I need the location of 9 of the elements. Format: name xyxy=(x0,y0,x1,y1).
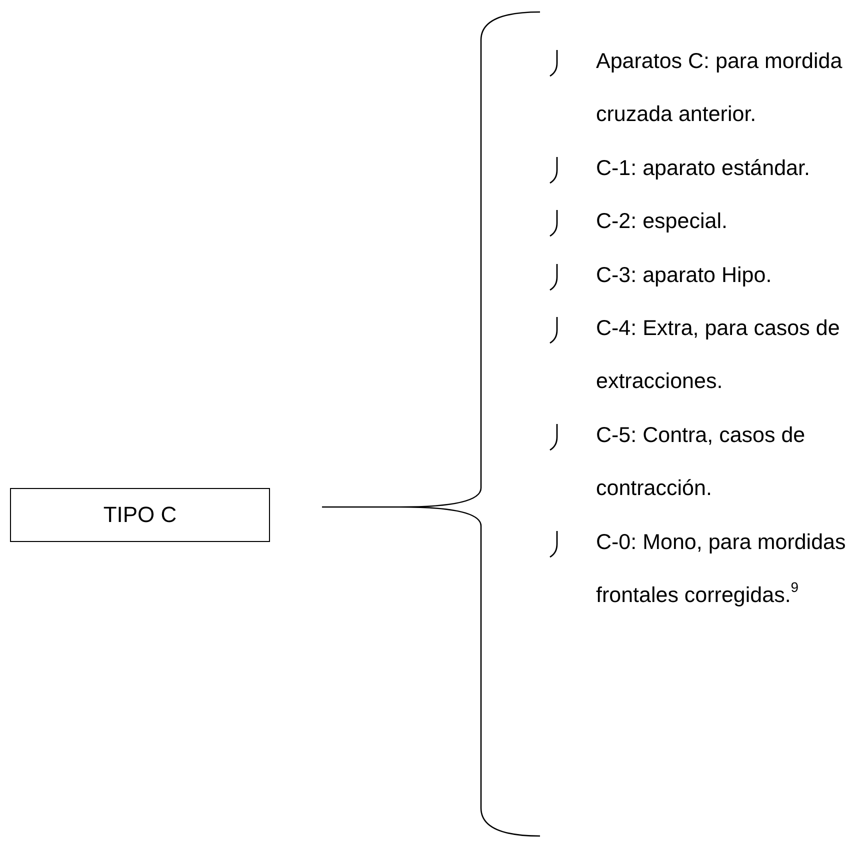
list-item: C-5: Contra, casos de contracción. xyxy=(596,422,806,502)
list-item: Aparatos C: para mordida cruzada anterior. xyxy=(596,48,844,128)
list-item: C-4: Extra, para casos de extracciones. xyxy=(596,315,841,396)
list-item: C-2: especial. xyxy=(596,208,728,236)
list-item: C-3: aparato Hipo. xyxy=(596,262,773,289)
list-item: C-0: Mono, para mordidas frontales corregidas.$^{9}$ xyxy=(596,528,847,610)
label-box xyxy=(10,488,270,542)
box-label: TIPO C xyxy=(103,502,177,528)
list-item: C-1: aparato estándar. xyxy=(596,154,811,182)
